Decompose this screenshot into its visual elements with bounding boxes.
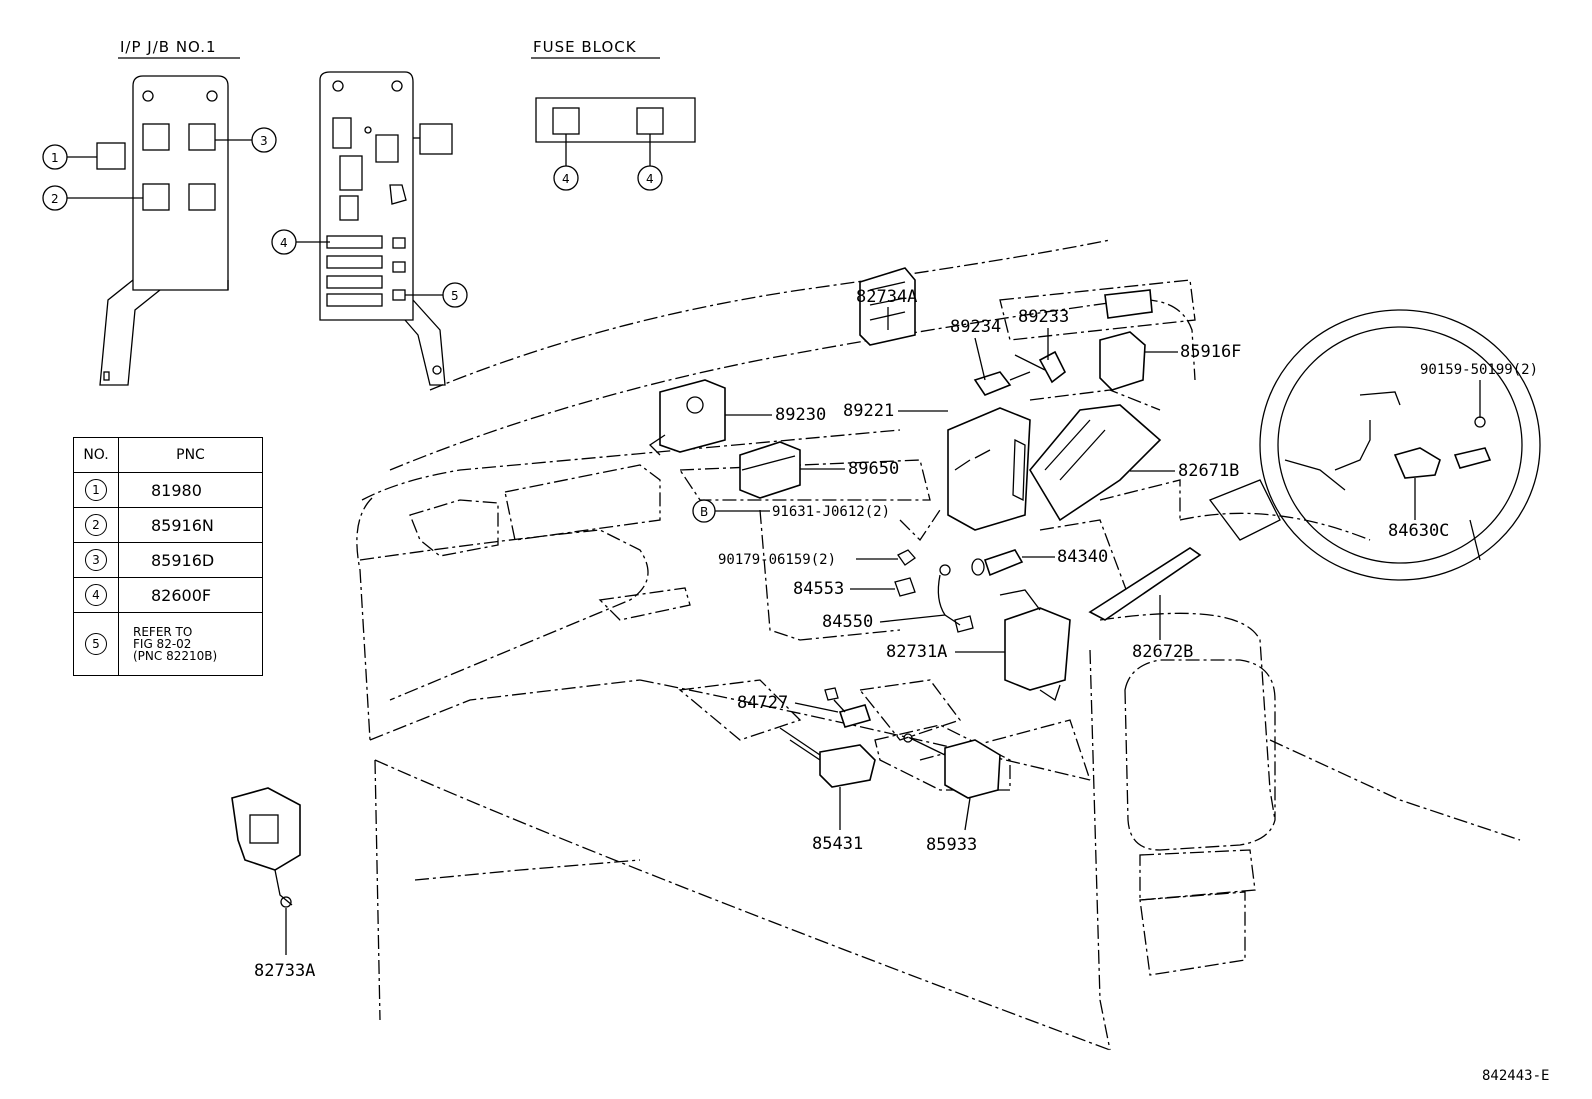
label-82671B: 82671B <box>1178 461 1239 481</box>
label-82734A: 82734A <box>856 287 917 307</box>
part-85916F <box>1099 289 1153 391</box>
callout-2: 2 <box>42 185 143 211</box>
part-82671B <box>1029 404 1162 522</box>
part-82733A <box>231 787 301 908</box>
label-90179: 90179-06159(2) <box>718 552 836 568</box>
svg-text:5: 5 <box>451 289 459 303</box>
junction-block-rear <box>319 71 453 386</box>
label-82733A: 82733A <box>254 961 315 981</box>
label-85431: 85431 <box>812 834 863 854</box>
row-pnc: 85916D <box>118 542 263 578</box>
label-84727: 84727 <box>737 693 788 713</box>
part-84550 <box>937 564 974 633</box>
pnc-table: NO. PNC 1 81980 2 85916N 3 85916D 4 8260… <box>73 437 263 676</box>
part-82672B <box>1088 547 1202 621</box>
ip-junction-block <box>96 75 229 386</box>
ref-line-3: (PNC 82210B) <box>133 649 218 663</box>
row-pnc: 81980 <box>118 472 263 508</box>
part-89230 <box>648 379 726 456</box>
row-number: 4 <box>85 584 107 606</box>
svg-text:3: 3 <box>260 134 268 148</box>
part-85933 <box>903 733 1001 799</box>
col-no-header: NO. <box>73 437 119 473</box>
part-89233 <box>1014 350 1067 384</box>
svg-text:4: 4 <box>280 236 288 250</box>
svg-text:B: B <box>700 505 708 519</box>
part-84727 <box>824 687 872 728</box>
callout-1: 1 <box>42 144 97 170</box>
label-85916F: 85916F <box>1180 342 1241 362</box>
part-89650 <box>739 441 801 499</box>
label-85933: 85933 <box>926 835 977 855</box>
part-90179 <box>897 549 916 566</box>
fuse-block <box>535 97 696 166</box>
callout-3: 3 <box>215 127 277 153</box>
row-number: 5 <box>85 633 107 655</box>
ref-line-1: REFER TO <box>133 625 193 639</box>
callout-B: B <box>692 499 716 523</box>
row-number: 3 <box>85 549 107 571</box>
callout-5: 5 <box>405 282 468 308</box>
part-82731A <box>999 589 1071 702</box>
part-84340 <box>971 549 1024 577</box>
label-89650: 89650 <box>848 459 899 479</box>
row-pnc: 85916N <box>118 507 263 543</box>
part-85431 <box>779 727 876 788</box>
callout-4-fuse-left: 4 <box>553 165 579 191</box>
row-reference: REFER TO FIG 82-02 (PNC 82210B) <box>118 612 263 676</box>
row-number: 1 <box>85 479 107 501</box>
callout-4-fuse-right: 4 <box>637 165 663 191</box>
pnc-row: 4 82600F <box>73 577 263 613</box>
label-90159: 90159-50199(2) <box>1420 362 1538 378</box>
svg-text:4: 4 <box>646 172 654 186</box>
label-84553: 84553 <box>793 579 844 599</box>
pnc-row: 2 85916N <box>73 507 263 543</box>
figure-id: 842443-E <box>1482 1068 1549 1084</box>
label-84630C: 84630C <box>1388 521 1449 541</box>
label-89233: 89233 <box>1018 307 1069 327</box>
ref-line-2: FIG 82-02 <box>133 637 192 651</box>
col-pnc-header: PNC <box>118 437 263 473</box>
label-89234: 89234 <box>950 317 1001 337</box>
part-89234 <box>973 371 1031 396</box>
pnc-row: 3 85916D <box>73 542 263 578</box>
label-84550: 84550 <box>822 612 873 632</box>
row-pnc: 82600F <box>118 577 263 613</box>
label-89221: 89221 <box>843 401 894 421</box>
row-number: 2 <box>85 514 107 536</box>
label-89230: 89230 <box>775 405 826 425</box>
svg-text:1: 1 <box>51 151 59 165</box>
part-84553 <box>894 577 916 597</box>
label-82672B: 82672B <box>1132 642 1193 662</box>
part-84630C <box>1334 391 1492 479</box>
ip-jb-heading: I/P J/B NO.1 <box>120 38 217 56</box>
fuse-block-heading: FUSE BLOCK <box>533 38 637 56</box>
svg-text:4: 4 <box>562 172 570 186</box>
label-91631: 91631-J0612(2) <box>772 504 890 520</box>
pnc-row: 1 81980 <box>73 472 263 508</box>
pnc-row: 5 REFER TO FIG 82-02 (PNC 82210B) <box>73 612 263 676</box>
pnc-table-header: NO. PNC <box>73 437 263 473</box>
callout-4-jb: 4 <box>271 229 330 255</box>
svg-text:2: 2 <box>51 192 59 206</box>
part-89221 <box>947 407 1031 531</box>
steering-wheel <box>1208 309 1541 581</box>
label-82731A: 82731A <box>886 642 947 662</box>
label-84340: 84340 <box>1057 547 1108 567</box>
